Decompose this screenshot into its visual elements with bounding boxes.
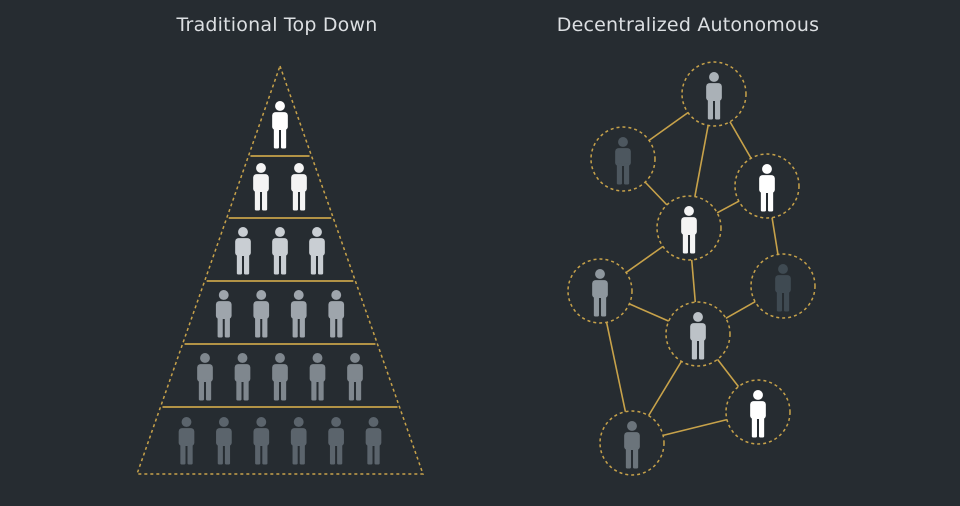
person-icon (706, 72, 722, 120)
person-icon (624, 421, 640, 469)
person-icon (234, 353, 251, 401)
person-icon (290, 290, 307, 338)
node-ring (750, 253, 816, 319)
network-edge (690, 259, 697, 303)
network-edge (725, 301, 756, 319)
person-icon (309, 227, 325, 275)
person-icon (235, 227, 251, 275)
pyramid-tier (272, 101, 288, 149)
node-ring (590, 126, 656, 192)
person-icon (216, 417, 232, 465)
person-icon (690, 312, 706, 360)
network-edge (648, 111, 689, 142)
person-icon (681, 206, 697, 254)
network-node (590, 126, 656, 192)
left-panel-title: Traditional Top Down (176, 14, 378, 36)
person-icon (775, 264, 791, 312)
network-edge (647, 360, 683, 417)
network-edge (605, 322, 627, 412)
node-ring (734, 153, 800, 219)
person-icon (178, 417, 195, 465)
person-icon (759, 164, 775, 212)
pyramid-tier (253, 163, 307, 211)
person-icon (253, 417, 270, 465)
network-node (656, 195, 722, 261)
network-node (567, 258, 633, 324)
node-ring (599, 410, 665, 476)
network-nodes (567, 61, 816, 476)
pyramid-tier (178, 417, 382, 465)
person-icon (328, 290, 345, 338)
person-icon (291, 163, 307, 211)
network-edge (771, 217, 779, 255)
network-node (599, 410, 665, 476)
right-panel-title: Decentralized Autonomous (556, 14, 820, 36)
person-icon (615, 137, 631, 185)
network-node (734, 153, 800, 219)
network-edges (605, 111, 779, 437)
network-node (725, 379, 791, 445)
pyramid-tier (215, 290, 345, 338)
node-ring (681, 61, 747, 127)
network-edge (628, 303, 670, 322)
network-edge (716, 358, 740, 388)
person-icon (592, 269, 608, 317)
person-icon (365, 417, 382, 465)
person-icon (272, 353, 288, 401)
person-icon (290, 417, 307, 465)
node-ring (656, 195, 722, 261)
pyramid-tier (235, 227, 325, 275)
person-icon (328, 417, 344, 465)
person-icon (347, 353, 363, 401)
pyramid-tier (197, 353, 363, 401)
person-icon (253, 290, 270, 338)
network-edge (644, 181, 668, 206)
network-graph (567, 61, 816, 476)
network-edge (729, 121, 752, 159)
network-edge (716, 200, 740, 214)
network-node (681, 61, 747, 127)
node-ring (665, 301, 731, 367)
pyramid-outline (135, 63, 425, 475)
node-ring (725, 379, 791, 445)
network-node (665, 301, 731, 367)
person-icon (197, 353, 213, 401)
network-node (750, 253, 816, 319)
pyramid-hierarchy (135, 63, 425, 475)
node-ring (567, 258, 633, 324)
person-icon (309, 353, 326, 401)
network-edge (694, 125, 709, 197)
person-icon (750, 390, 766, 438)
network-edge (662, 418, 728, 437)
person-icon (272, 227, 288, 275)
person-icon (215, 290, 232, 338)
person-icon (272, 101, 288, 149)
network-edge (625, 245, 664, 274)
person-icon (253, 163, 269, 211)
